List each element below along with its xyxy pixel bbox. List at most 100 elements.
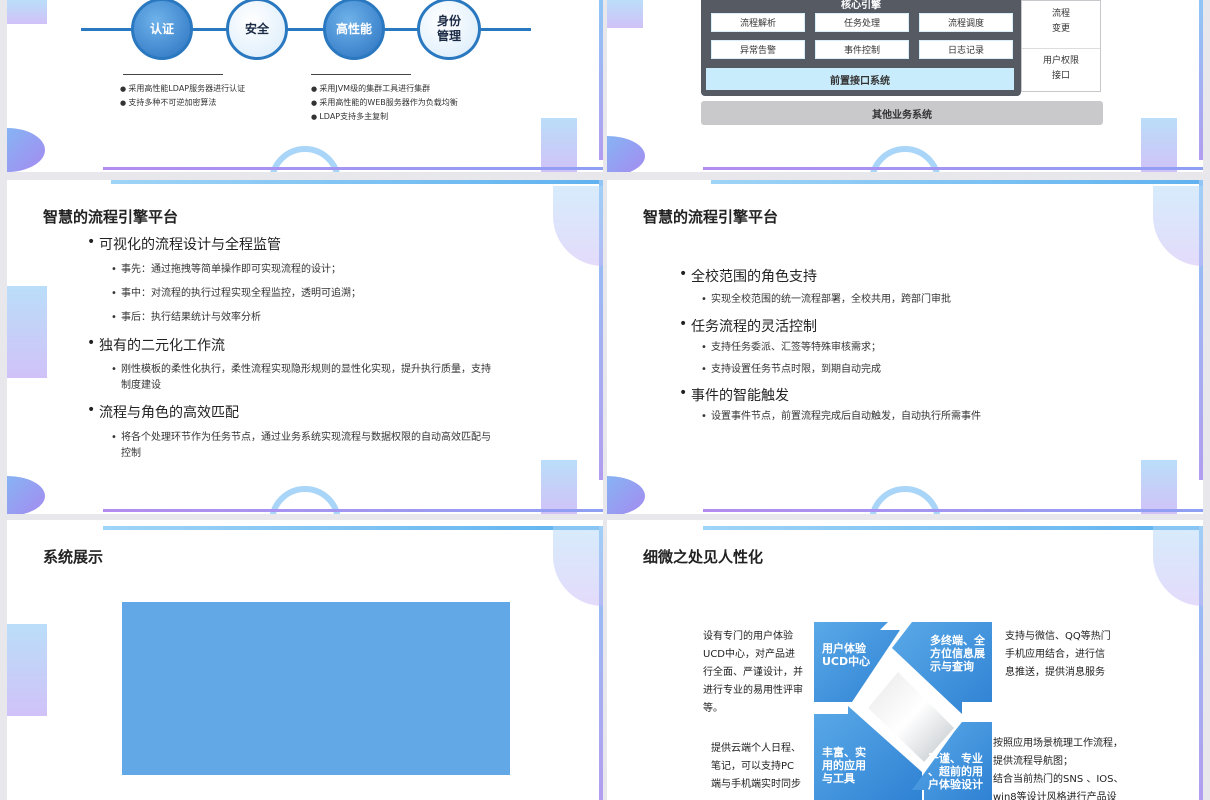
- screenshot-placeholder: [122, 602, 510, 775]
- decor-slab: [1153, 186, 1203, 266]
- module-box: 任务处理: [815, 13, 909, 32]
- decor-slab: [1141, 118, 1177, 172]
- circle-security: 安全: [226, 0, 288, 60]
- slide-architecture: 核心引擎 流程解析 任务处理 流程调度 异常告警 事件控制 日志记录 前置接口系…: [607, 0, 1203, 172]
- decor-bottom-bar: [103, 167, 603, 170]
- slide-system-demo: 系统展示: [7, 520, 603, 800]
- quadrant-tr-shape: [892, 622, 992, 714]
- other-business-systems: 其他业务系统: [701, 101, 1103, 125]
- sub-item: 事中：对流程的执行过程实现全程监控，透明可追溯；: [111, 286, 361, 302]
- quadrant-br-shape: [912, 722, 992, 800]
- permission-api-label: 用户权限 接口: [1042, 56, 1079, 81]
- decor-blob: [7, 476, 45, 514]
- decor-bottom-bar: [103, 509, 603, 512]
- identity-label: 身份管理: [436, 14, 461, 43]
- para-ucd: 设有专门的用户体验 UCD中心，对产品进 行全面、严谨设计，并 进行专业的易用性…: [703, 631, 803, 714]
- decor-slab: [1141, 460, 1177, 514]
- list-item: 采用JVM级的集群工具进行集群: [311, 82, 458, 96]
- sub-item: 实现全校范围的统一流程部署，全校共用，跨部门审批: [701, 292, 951, 308]
- feature-underline: [311, 74, 411, 75]
- sub-item: 事后：执行结果统计与效率分析: [111, 310, 261, 326]
- sub-item: 支持设置任务节点时限，到期自动完成: [701, 362, 881, 378]
- decor-blob: [607, 476, 645, 514]
- heading-item: 独有的二元化工作流: [87, 335, 225, 355]
- decor-slab: [7, 0, 47, 24]
- sub-item: 支持任务委派、汇签等特殊审核需求；: [701, 340, 881, 356]
- quadrant-svg: [814, 622, 992, 800]
- left-feature-list: 采用高性能LDAP服务器进行认证 支持多种不可逆加密算法: [120, 82, 245, 110]
- front-api-system: 前置接口系统: [706, 68, 1014, 90]
- module-box: 事件控制: [815, 40, 909, 59]
- quadrant-graphic: 用户体验 UCD中心 多终端、全 方位信息展 示与查询 丰富、实 用的应用 与工…: [812, 622, 997, 800]
- sub-item: 设置事件节点，前置流程完成后自动触发，自动执行所需事件: [701, 409, 981, 425]
- feature-underline: [123, 74, 223, 75]
- module-box: 日志记录: [919, 40, 1013, 59]
- decor-top-bar: [111, 180, 603, 184]
- decor-right-bar: [599, 526, 603, 800]
- core-engine-box: 核心引擎 流程解析 任务处理 流程调度 异常告警 事件控制 日志记录 前置接口系…: [701, 0, 1021, 96]
- decor-blob: [607, 136, 645, 172]
- decor-right-bar: [1199, 0, 1203, 160]
- slide-security-features: 认证 安全 高性能 身份管理 采用高性能LDAP服务器进行认证 支持多种不可逆加…: [7, 0, 603, 172]
- core-engine-title: 核心引擎: [841, 0, 881, 11]
- slide-title: 系统展示: [43, 549, 104, 566]
- right-feature-list: 采用JVM级的集群工具进行集群 采用高性能的WEB服务器作为负载均衡 LDAP支…: [311, 82, 458, 124]
- slide-title: 智慧的流程引擎平台: [43, 209, 179, 226]
- module-box: 流程解析: [711, 13, 805, 32]
- slide-title: 智慧的流程引擎平台: [643, 209, 779, 226]
- quadrant-label-tools: 丰富、实 用的应用 与工具: [822, 746, 866, 785]
- heading-item: 事件的智能触发: [679, 385, 789, 405]
- sub-item: 将各个处理环节作为任务节点，通过业务系统实现流程与数据权限的自动高效匹配与控制: [111, 430, 491, 462]
- list-item: 采用高性能的WEB服务器作为负载均衡: [311, 96, 457, 110]
- decor-slab: [541, 118, 577, 172]
- decor-slab: [541, 460, 577, 514]
- quadrant-bl-shape: [814, 706, 922, 800]
- quadrant-label-design: 严谨、专业 、超前的用 户体验设计: [928, 752, 983, 791]
- decor-slab: [553, 186, 603, 266]
- circle-identity: 身份管理: [417, 0, 481, 60]
- sub-item: 事先：通过拖拽等简单操作即可实现流程的设计；: [111, 262, 341, 278]
- heading-item: 任务流程的灵活控制: [679, 316, 817, 336]
- heading-item: 流程与角色的高效匹配: [87, 402, 239, 422]
- side-panel: 流程 变更 用户权限 接口: [1021, 0, 1101, 92]
- decor-top-bar: [103, 526, 603, 530]
- slide-process-engine-2: 智慧的流程引擎平台 全校范围的角色支持 实现全校范围的统一流程部署，全校共用，跨…: [607, 180, 1203, 514]
- divider: [1022, 48, 1100, 49]
- decor-slab: [1153, 526, 1203, 606]
- heading-item: 可视化的流程设计与全程监管: [87, 234, 281, 254]
- list-item: 采用高性能LDAP服务器进行认证: [120, 82, 245, 96]
- decor-right-bar: [599, 0, 603, 160]
- decor-top-bar: [703, 526, 1203, 530]
- slide-user-friendly: 细微之处见人性化 设有专门的用户体验 UCD中心，对产品进 行全面、严谨设计，并…: [607, 520, 1203, 800]
- circle-performance: 高性能: [323, 0, 385, 60]
- quadrant-label-ucd: 用户体验 UCD中心: [822, 642, 871, 668]
- para-workflow: 按照应用场景梳理工作流程， 提供流程导航图； 结合当前热门的SNS 、IOS、 …: [993, 738, 1124, 800]
- module-box: 异常告警: [711, 40, 805, 59]
- slide-process-engine-1: 智慧的流程引擎平台 可视化的流程设计与全程监管 事先：通过拖拽等简单操作即可实现…: [7, 180, 603, 514]
- process-change-label: 流程 变更: [1051, 9, 1070, 34]
- quadrant-label-multiterminal: 多终端、全 方位信息展 示与查询: [930, 634, 985, 673]
- decor-right-bar: [1199, 526, 1203, 800]
- decor-top-bar: [711, 180, 1203, 184]
- decor-slab: [7, 624, 47, 716]
- heading-item: 全校范围的角色支持: [679, 266, 817, 286]
- list-item: LDAP支持多主复制: [311, 110, 458, 124]
- decor-blob: [7, 128, 45, 172]
- para-mobile: 支持与微信、QQ等热门 手机应用结合，进行信 息推送，提供消息服务: [1005, 631, 1111, 678]
- para-cloud: 提供云端个人日程、 笔记，可以支持PC 端与手机端实时同步: [711, 743, 801, 790]
- circle-authentication: 认证: [131, 0, 193, 60]
- decor-right-bar: [1199, 180, 1203, 480]
- sub-item: 刚性模板的柔性化执行，柔性流程实现隐形规则的显性化实现，提升执行质量，支持制度建…: [111, 362, 491, 394]
- decor-bottom-bar: [703, 509, 1203, 512]
- slide-title: 细微之处见人性化: [643, 549, 764, 566]
- decor-right-bar: [599, 180, 603, 480]
- list-item: 支持多种不可逆加密算法: [120, 96, 245, 110]
- decor-slab: [7, 286, 47, 378]
- quadrant-tl-shape: [814, 622, 900, 702]
- timeline-line: [81, 28, 531, 31]
- decor-slab: [607, 0, 643, 28]
- decor-bottom-bar: [703, 167, 1203, 170]
- module-box: 流程调度: [919, 13, 1013, 32]
- center-ribbon: [868, 672, 954, 762]
- decor-slab: [553, 526, 603, 606]
